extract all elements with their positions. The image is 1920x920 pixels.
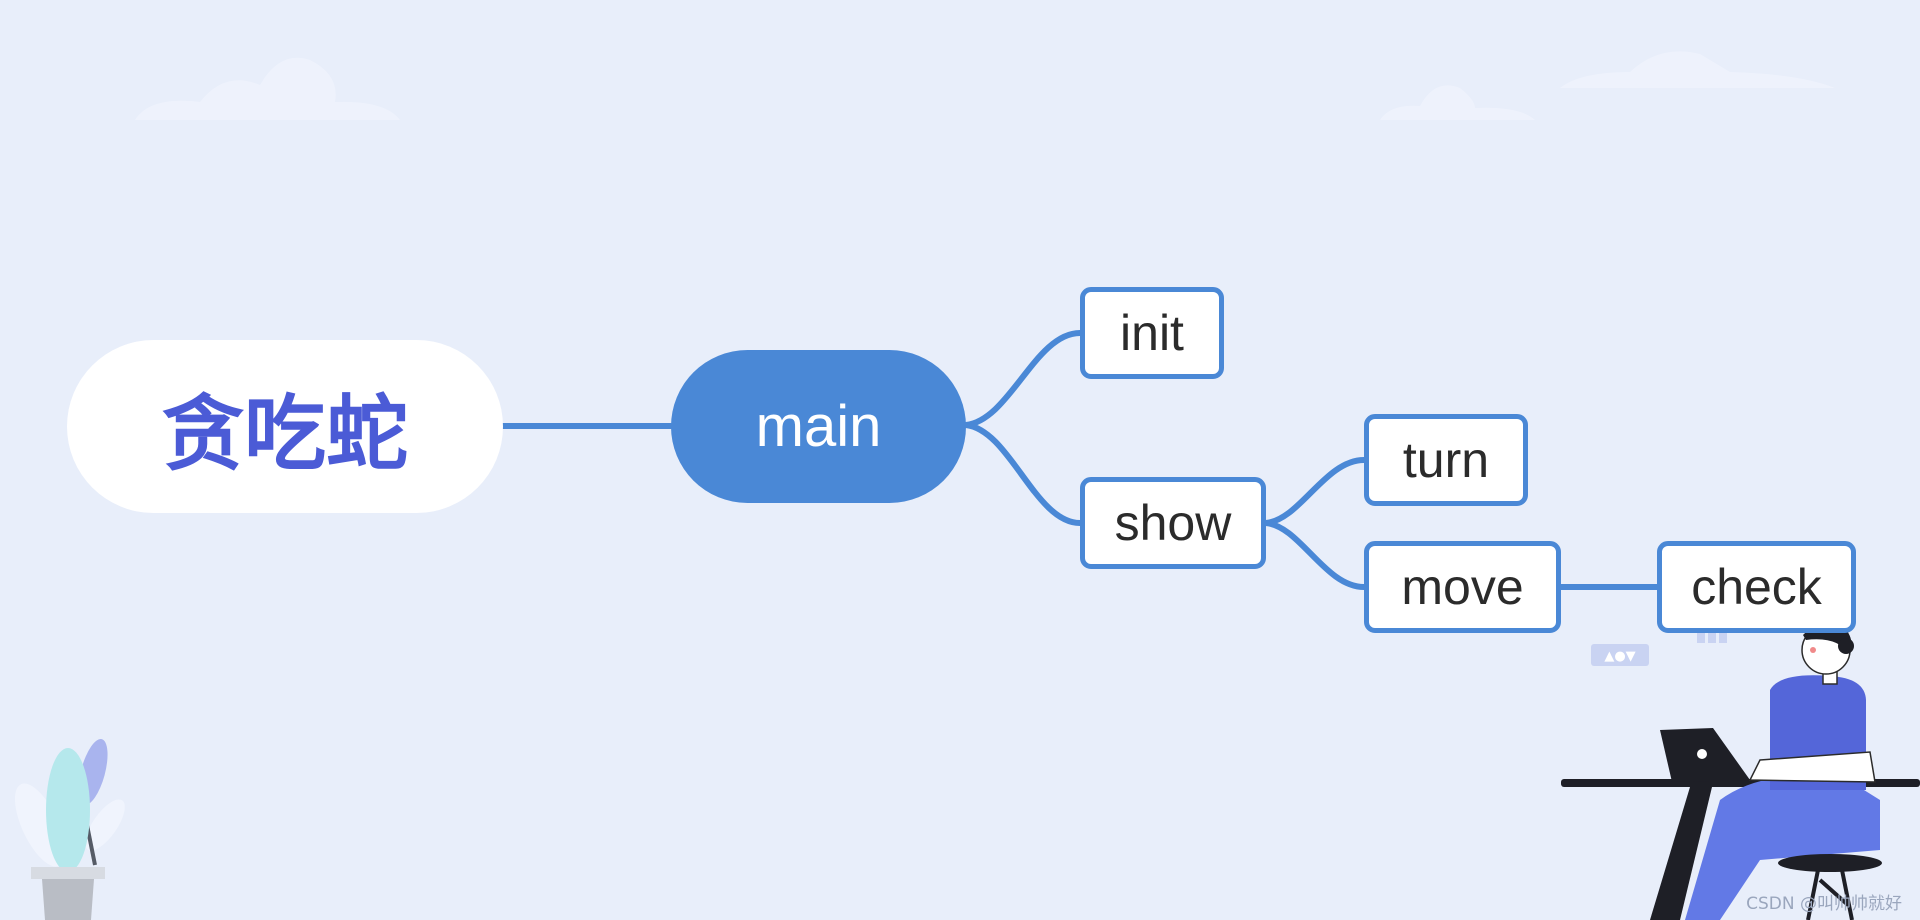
subtopic-move-node[interactable]: move xyxy=(1364,541,1561,633)
edge-show-move xyxy=(1263,520,1367,590)
watermark-text: CSDN @叫帅帅就好 xyxy=(1746,894,1902,914)
edge-main-show xyxy=(963,422,1083,526)
edge-main-init xyxy=(963,330,1083,428)
svg-text:▲●▼: ▲●▼ xyxy=(1604,649,1635,664)
root-topic-label: 贪吃蛇 xyxy=(161,387,408,482)
edge-show-turn xyxy=(1263,457,1367,526)
cloud-icon xyxy=(135,57,400,120)
cloud-icon xyxy=(1380,85,1535,120)
subtopic-check-label: check xyxy=(1691,559,1822,615)
subtopic-show-node[interactable]: show xyxy=(1080,477,1266,569)
plant-illustration xyxy=(14,739,125,920)
root-topic-node[interactable]: 贪吃蛇 xyxy=(67,340,503,513)
subtopic-check-node[interactable]: check xyxy=(1657,541,1856,633)
subtopic-turn-node[interactable]: turn xyxy=(1364,414,1528,506)
subtopic-show-label: show xyxy=(1114,495,1232,551)
main-topic-node[interactable]: main xyxy=(671,350,966,503)
subtopic-init-label: init xyxy=(1120,305,1184,361)
subtopic-init-node[interactable]: init xyxy=(1080,287,1224,379)
floating-ui-icon: ▲●▼ xyxy=(1591,633,1727,666)
subtopic-turn-label: turn xyxy=(1402,432,1490,488)
main-topic-label: main xyxy=(755,394,882,459)
cloud-icon xyxy=(1560,51,1835,88)
subtopic-move-label: move xyxy=(1401,559,1524,615)
